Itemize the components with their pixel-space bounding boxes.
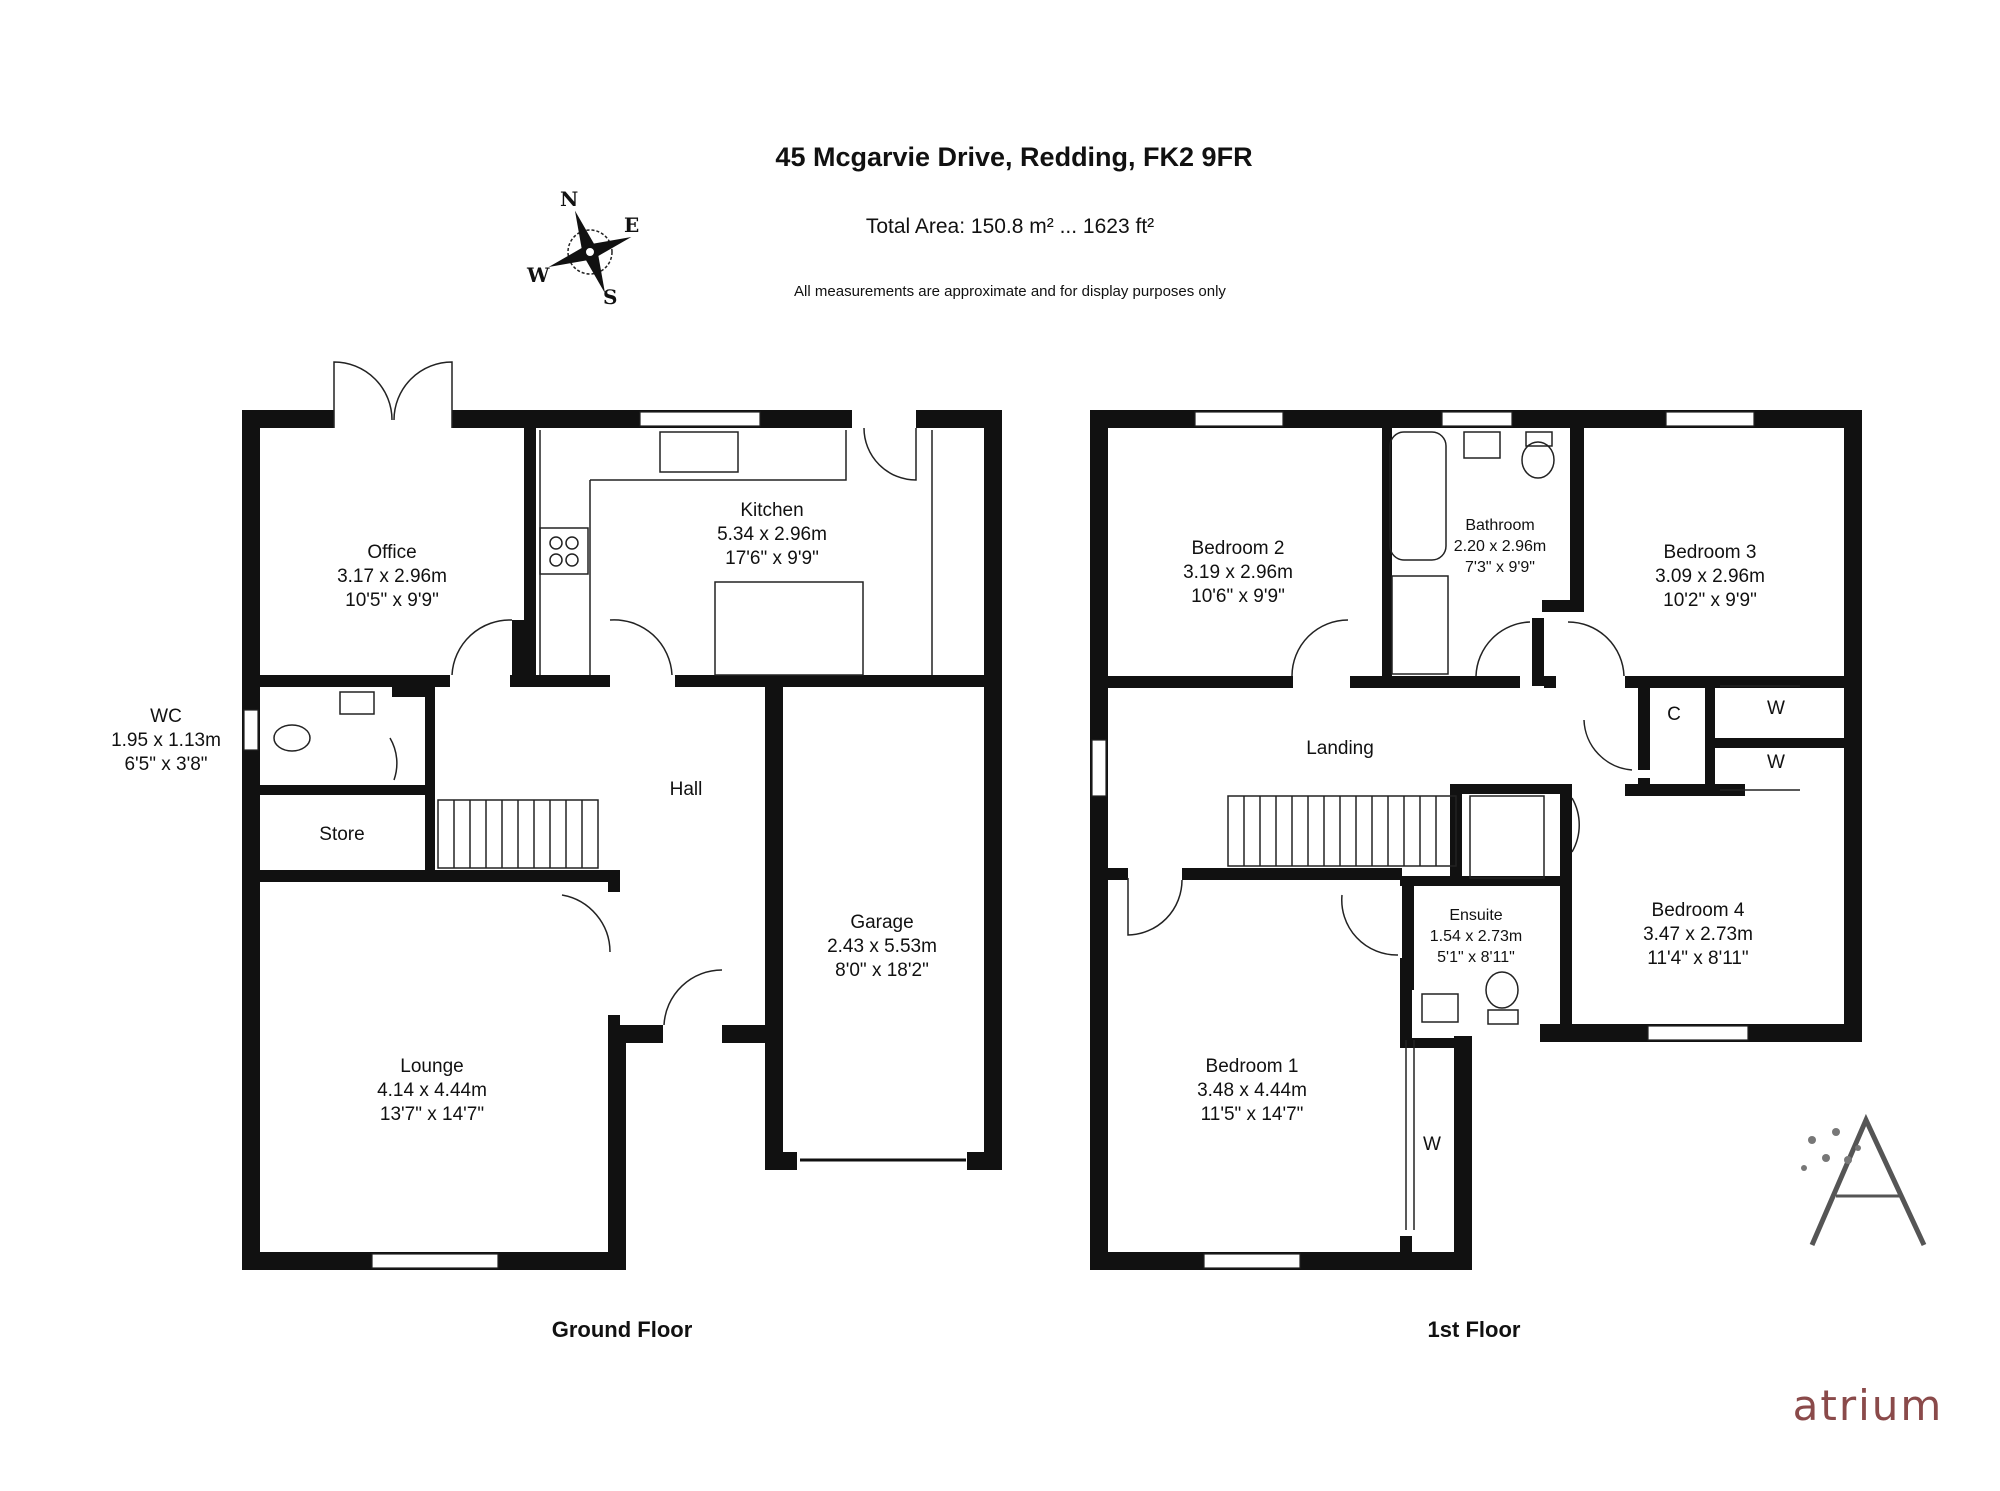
wc-name: WC: [150, 706, 182, 727]
hall-name: Hall: [670, 779, 703, 800]
cupboard-label: C: [1667, 704, 1681, 725]
kitchen-metric: 5.34 x 2.96m: [717, 524, 827, 545]
office-name: Office: [367, 542, 416, 563]
bathroom-name: Bathroom: [1465, 517, 1534, 534]
compass-west: W: [526, 263, 550, 287]
lounge-metric: 4.14 x 4.44m: [377, 1080, 487, 1101]
office-metric: 3.17 x 2.96m: [337, 566, 447, 587]
first-floor-label: 1st Floor: [1428, 1317, 1521, 1342]
lounge-name: Lounge: [400, 1056, 463, 1077]
wardrobe-bedroom3-label: W: [1767, 698, 1785, 719]
ensuite-name: Ensuite: [1449, 907, 1502, 924]
compass-south: S: [603, 285, 617, 309]
disclaimer: All measurements are approximate and for…: [794, 283, 1226, 300]
store-name: Store: [319, 824, 364, 845]
address-title: 45 Mcgarvie Drive, Redding, FK2 9FR: [775, 142, 1252, 172]
brand-name: atrium: [1793, 1381, 1944, 1430]
bedroom1-metric: 3.48 x 4.44m: [1197, 1080, 1307, 1101]
kitchen-name: Kitchen: [740, 500, 803, 521]
garage-metric: 2.43 x 5.53m: [827, 936, 937, 957]
bedroom3-name: Bedroom 3: [1664, 542, 1757, 563]
compass-north: N: [560, 187, 578, 211]
wardrobe-bedroom4-label: W: [1767, 752, 1785, 773]
wc-metric: 1.95 x 1.13m: [111, 730, 221, 751]
ensuite-metric: 1.54 x 2.73m: [1430, 928, 1523, 945]
bedroom3-metric: 3.09 x 2.96m: [1655, 566, 1765, 587]
garage-imperial: 8'0" x 18'2": [835, 960, 929, 981]
bedroom2-imperial: 10'6" x 9'9": [1191, 586, 1285, 607]
bedroom2-metric: 3.19 x 2.96m: [1183, 562, 1293, 583]
garage-name: Garage: [850, 912, 913, 933]
ground-floor-plan: [242, 361, 1002, 1270]
bedroom2-name: Bedroom 2: [1192, 538, 1285, 559]
bedroom4-metric: 3.47 x 2.73m: [1643, 924, 1753, 945]
bedroom1-name: Bedroom 1: [1206, 1056, 1299, 1077]
wc-imperial: 6'5" x 3'8": [124, 754, 207, 775]
ensuite-imperial: 5'1" x 8'11": [1437, 949, 1515, 966]
office-imperial: 10'5" x 9'9": [345, 590, 439, 611]
landing-name: Landing: [1306, 738, 1374, 759]
bathroom-metric: 2.20 x 2.96m: [1454, 538, 1547, 555]
compass-rose-icon: [548, 210, 632, 294]
first-floor-plan: [1090, 410, 1862, 1270]
compass-east: E: [624, 213, 639, 237]
lounge-imperial: 13'7" x 14'7": [380, 1104, 484, 1125]
total-area: Total Area: 150.8 m² ... 1623 ft²: [866, 215, 1154, 238]
bedroom4-name: Bedroom 4: [1652, 900, 1745, 921]
kitchen-imperial: 17'6" x 9'9": [725, 548, 819, 569]
atrium-logo-icon: [1801, 1113, 1927, 1247]
bedroom3-imperial: 10'2" x 9'9": [1663, 590, 1757, 611]
wardrobe-bedroom1-label: W: [1423, 1134, 1441, 1155]
bathroom-imperial: 7'3" x 9'9": [1465, 559, 1535, 576]
ground-floor-label: Ground Floor: [552, 1317, 693, 1342]
bedroom1-imperial: 11'5" x 14'7": [1201, 1104, 1304, 1125]
bedroom4-imperial: 11'4" x 8'11": [1647, 948, 1748, 969]
